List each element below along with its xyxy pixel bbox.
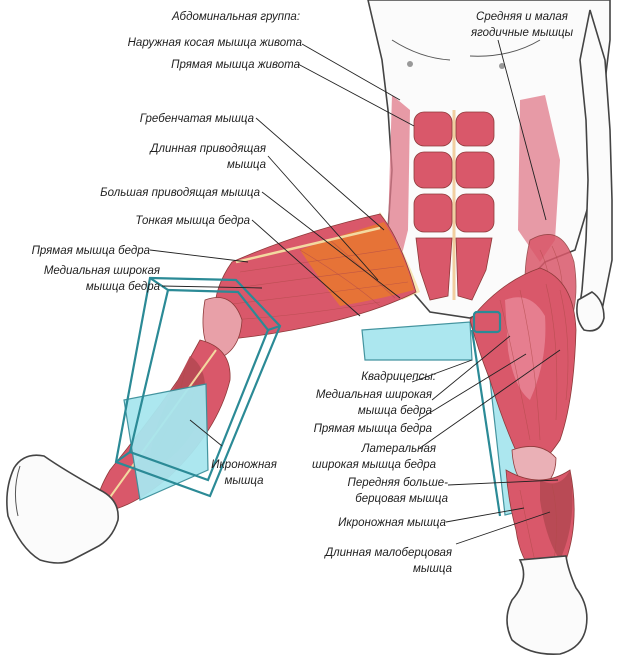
label-adductor-longus-line1: Длинная приводящая — [148, 143, 266, 155]
label-vastus-medialis-left-line2: мышца бедра — [86, 281, 160, 293]
training-frame-left-panel — [123, 383, 209, 501]
rectus-abdominis — [413, 110, 495, 301]
label-peroneus-longus-line1: Длинная малоберцовая — [323, 547, 452, 559]
label-gluteus-line1: Средняя и малая — [476, 11, 568, 23]
right-thigh-fibers — [499, 283, 569, 441]
label-rectus-femoris-left: Прямая мышца бедра — [32, 245, 150, 257]
training-frame-left — [114, 276, 282, 498]
training-frame-right — [470, 310, 502, 517]
label-vastus-medialis-right-line1: Медиальная широкая — [316, 389, 432, 401]
right-quad-light — [505, 297, 546, 400]
label-abdominal-group: Абдоминальная группа: — [171, 11, 300, 23]
label-vastus-medialis-left-line1: Медиальная широкая — [44, 265, 160, 277]
label-rectus-femoris-right: Прямая мышца бедра — [314, 423, 432, 435]
label-vastus-lateralis-line2: широкая мышца бедра — [312, 459, 436, 471]
right-hand — [576, 291, 605, 332]
external-oblique-left — [388, 95, 410, 270]
label-tibialis-anterior-line1: Передняя больше- — [348, 477, 449, 489]
leader-lines — [149, 39, 561, 545]
right-foot — [506, 555, 588, 656]
label-gastrocnemius-left-line2: мышца — [225, 475, 264, 487]
left-foot — [6, 454, 119, 564]
label-vastus-lateralis-line1: Латеральная — [361, 443, 436, 455]
label-tibialis-anterior-line2: берцовая мышца — [355, 493, 448, 505]
training-frame-back-panel — [361, 321, 473, 361]
left-knee — [202, 297, 243, 361]
external-oblique-right — [518, 95, 560, 262]
label-gastrocnemius-right: Икроножная мышца — [338, 517, 446, 529]
label-rectus-abdominis: Прямая мышца живота — [171, 59, 300, 71]
label-quadriceps: Квадрицепсы: — [361, 371, 436, 383]
label-vastus-medialis-right-line2: мышца бедра — [358, 405, 432, 417]
label-gracilis: Тонкая мышца бедра — [135, 215, 250, 227]
left-thigh-fibers — [227, 226, 409, 321]
label-external-oblique: Наружная косая мышца живота — [128, 37, 302, 49]
label-gluteus-line2: ягодичные мышцы — [470, 27, 574, 39]
label-gastrocnemius-left-line1: Икроножная — [211, 459, 277, 471]
label-adductor-longus-line2: мышца — [227, 159, 266, 171]
label-pectineus: Гребенчатая мышца — [140, 113, 254, 125]
label-peroneus-longus-line2: мышца — [413, 563, 452, 575]
label-adductor-magnus: Большая приводящая мышца — [100, 187, 260, 199]
labels: Абдоминальная группа: Наружная косая мыш… — [32, 11, 574, 575]
